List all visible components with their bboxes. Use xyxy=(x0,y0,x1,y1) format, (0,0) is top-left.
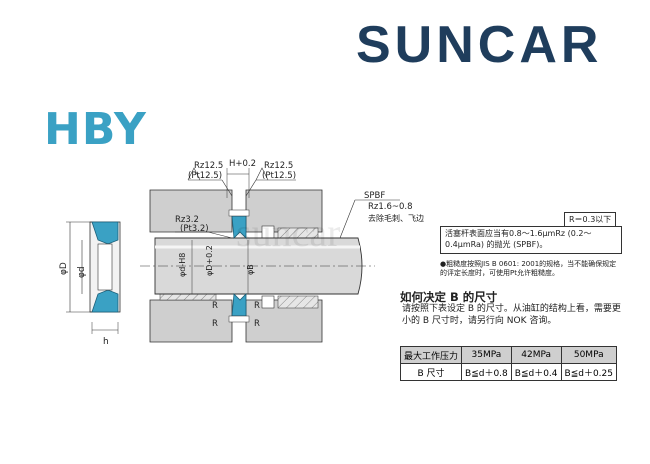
reference-note: ●粗糙度按照JIS B 0601: 2001的规格，当不能确保规定的评定长度时，… xyxy=(440,260,617,278)
how-to-title: 如何决定 B 的尺寸 xyxy=(400,290,498,304)
spbf-label: SPBF xyxy=(364,191,385,201)
seal-lip-top xyxy=(91,221,119,245)
deburr-note: 去除毛刺、飞边 xyxy=(368,213,424,223)
rz-left-top: Rz12.5 xyxy=(194,161,223,171)
dim-phiB: φB xyxy=(246,264,255,275)
dim-h: h xyxy=(103,337,109,347)
seal-section-view: φD φd h xyxy=(59,221,121,347)
dim-phiD-left: φD xyxy=(59,262,69,275)
pt-small: (Pt3.2) xyxy=(180,224,209,234)
rz-small: Rz3.2 xyxy=(175,215,199,225)
table-cell: 50MPa xyxy=(560,346,617,364)
annotations: Rz12.5 (Pt12.5) H+0.2 Rz12.5 (Pt12.5) Rz… xyxy=(175,159,424,329)
surface-roughness-note: 活塞杆表面应当有0.8～1.6μmRz (0.2～0.4μmRa) 的抛光 (S… xyxy=(440,226,622,254)
product-code: HBY xyxy=(44,104,147,155)
r-label-3: R xyxy=(212,319,218,329)
dim-phid-h8: φd-H8 xyxy=(178,253,187,277)
dim-phid-left: φd xyxy=(77,266,87,278)
table-row: B 尺寸 B≦d＋0.8 B≦d＋0.4 B≦d＋0.25 xyxy=(399,363,617,381)
suncar-logo-text: SUNCAR xyxy=(356,16,602,70)
pt-left-top: (Pt12.5) xyxy=(188,171,222,181)
pressure-table: 最大工作压力 35MPa 42MPa 50MPa B 尺寸 B≦d＋0.8 B≦… xyxy=(399,346,617,381)
table-cell: 42MPa xyxy=(510,346,562,364)
table-cell: B≦d＋0.25 xyxy=(560,363,617,381)
table-cell: B≦d＋0.8 xyxy=(461,363,512,381)
table-header-row: 最大工作压力 35MPa 42MPa 50MPa xyxy=(399,346,617,364)
suncar-logo: SUNCAR xyxy=(356,16,602,70)
table-cell: B≦d＋0.4 xyxy=(510,363,562,381)
table-cell: B 尺寸 xyxy=(399,363,463,381)
table-cell: 最大工作压力 xyxy=(399,346,463,364)
housing xyxy=(149,189,323,343)
seal-lip-bottom xyxy=(91,289,119,313)
piston-rod xyxy=(140,237,375,295)
rz-range: Rz1.6~0.8 xyxy=(368,202,413,212)
wiper-block-bottom xyxy=(261,295,275,309)
pt-right-top: (Pt12.5) xyxy=(262,171,296,181)
seal-bottom xyxy=(231,293,247,317)
h-tolerance: H+0.2 xyxy=(229,159,256,169)
table-cell: 35MPa xyxy=(461,346,512,364)
watermark: suncar xyxy=(236,210,340,255)
r-label-4: R xyxy=(254,319,260,329)
seal-in-groove xyxy=(228,209,250,323)
r-label-1: R xyxy=(212,301,218,311)
r-value-box: R＝0.3以下 xyxy=(564,212,617,227)
rz-right-top: Rz12.5 xyxy=(264,161,293,171)
how-to-text: 请按照下表设定 B 的尺寸。从油缸的结构上看，需要更小的 B 尺寸时，请另行向 … xyxy=(402,304,621,326)
dim-phiD-tol: φD+0.2 xyxy=(205,245,214,276)
r-label-2: R xyxy=(254,301,260,311)
